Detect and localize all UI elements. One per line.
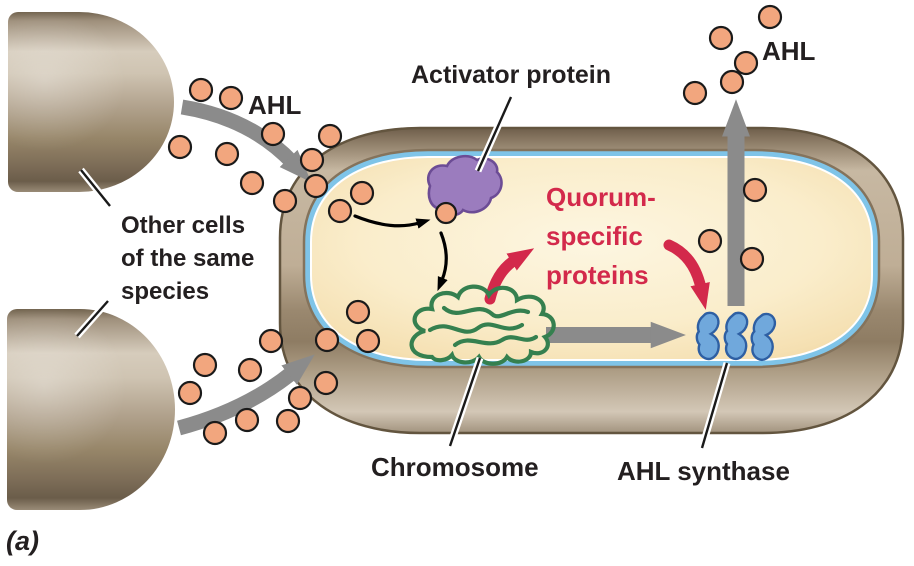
other-cell-top — [8, 12, 174, 192]
ahl-molecules — [167, 4, 783, 446]
ahl-molecule — [260, 121, 286, 147]
chromosome — [409, 284, 556, 366]
ahl-entry-arrow-top — [180, 99, 312, 183]
ahl-molecule — [214, 141, 240, 167]
ahl-molecule — [177, 380, 203, 406]
label-ahl-incoming: AHL — [248, 90, 302, 120]
ahl-molecule — [275, 408, 301, 434]
ahl-molecule — [733, 50, 759, 76]
leader-chromosome — [448, 357, 482, 447]
ahl-molecule — [234, 407, 260, 433]
ahl-molecule — [317, 123, 343, 149]
activator-to-chromosome-arrow — [437, 231, 448, 292]
ahl-molecule — [218, 85, 244, 111]
ahl-molecule — [327, 198, 353, 224]
ahl-molecule — [349, 180, 375, 206]
ahl-molecule — [192, 352, 218, 378]
ahl-molecule — [303, 173, 329, 199]
leader-other-cell-bottom — [76, 300, 109, 337]
chromosome-strand — [452, 334, 539, 348]
label-activator-protein: Activator protein — [411, 61, 612, 89]
ahl-to-activator-arrow — [353, 214, 431, 229]
ahl-molecule — [345, 299, 371, 325]
ahl-molecule — [167, 134, 193, 160]
ahl-molecule — [313, 370, 339, 396]
ahl-molecule — [314, 327, 340, 353]
leader-lines — [74, 95, 731, 449]
leader-ahl-synthase — [700, 362, 729, 449]
ahl-molecule — [287, 385, 313, 411]
chromosome-strand — [441, 305, 531, 319]
label-ahl-outgoing: AHL — [762, 36, 816, 66]
leader-other-cell-top — [80, 169, 111, 207]
gray-arrows — [177, 99, 751, 436]
ahl-molecule — [697, 228, 723, 254]
panel-label: (a) — [6, 526, 39, 556]
ahl-molecule — [258, 328, 284, 354]
synthase-expression-arrow — [663, 239, 710, 310]
label-ahl-synthase: AHL synthase — [617, 456, 790, 486]
ahl-molecule — [719, 69, 745, 95]
label-quorum-specific-proteins: Quorum- specific proteins — [546, 182, 656, 290]
ahl-molecule — [239, 170, 265, 196]
other-cell-bottom — [7, 309, 175, 510]
ahl-molecule — [757, 4, 783, 30]
chromosome-strand — [427, 322, 525, 334]
black-arrows — [353, 214, 448, 292]
ahl-entry-arrow-bottom — [177, 354, 315, 436]
ahl-molecule — [355, 328, 381, 354]
ahl-molecule — [188, 77, 214, 103]
ahl-synthase-enzymes — [694, 311, 777, 362]
ahl-molecule — [739, 246, 765, 272]
label-chromosome: Chromosome — [371, 452, 539, 482]
ahl-molecule — [299, 147, 325, 173]
chromosome-loop-outer — [409, 284, 556, 366]
ahl-molecule — [742, 177, 768, 203]
ahl-molecule — [272, 188, 298, 214]
ahl-molecule — [682, 80, 708, 106]
label-other-cells: Other cells of the same species — [121, 212, 255, 305]
ahl-molecule — [202, 420, 228, 446]
ahl-molecule-bound — [434, 201, 458, 225]
ahl-molecule — [708, 25, 734, 51]
leader-activator-protein — [476, 96, 513, 172]
ahl-molecule — [237, 357, 263, 383]
